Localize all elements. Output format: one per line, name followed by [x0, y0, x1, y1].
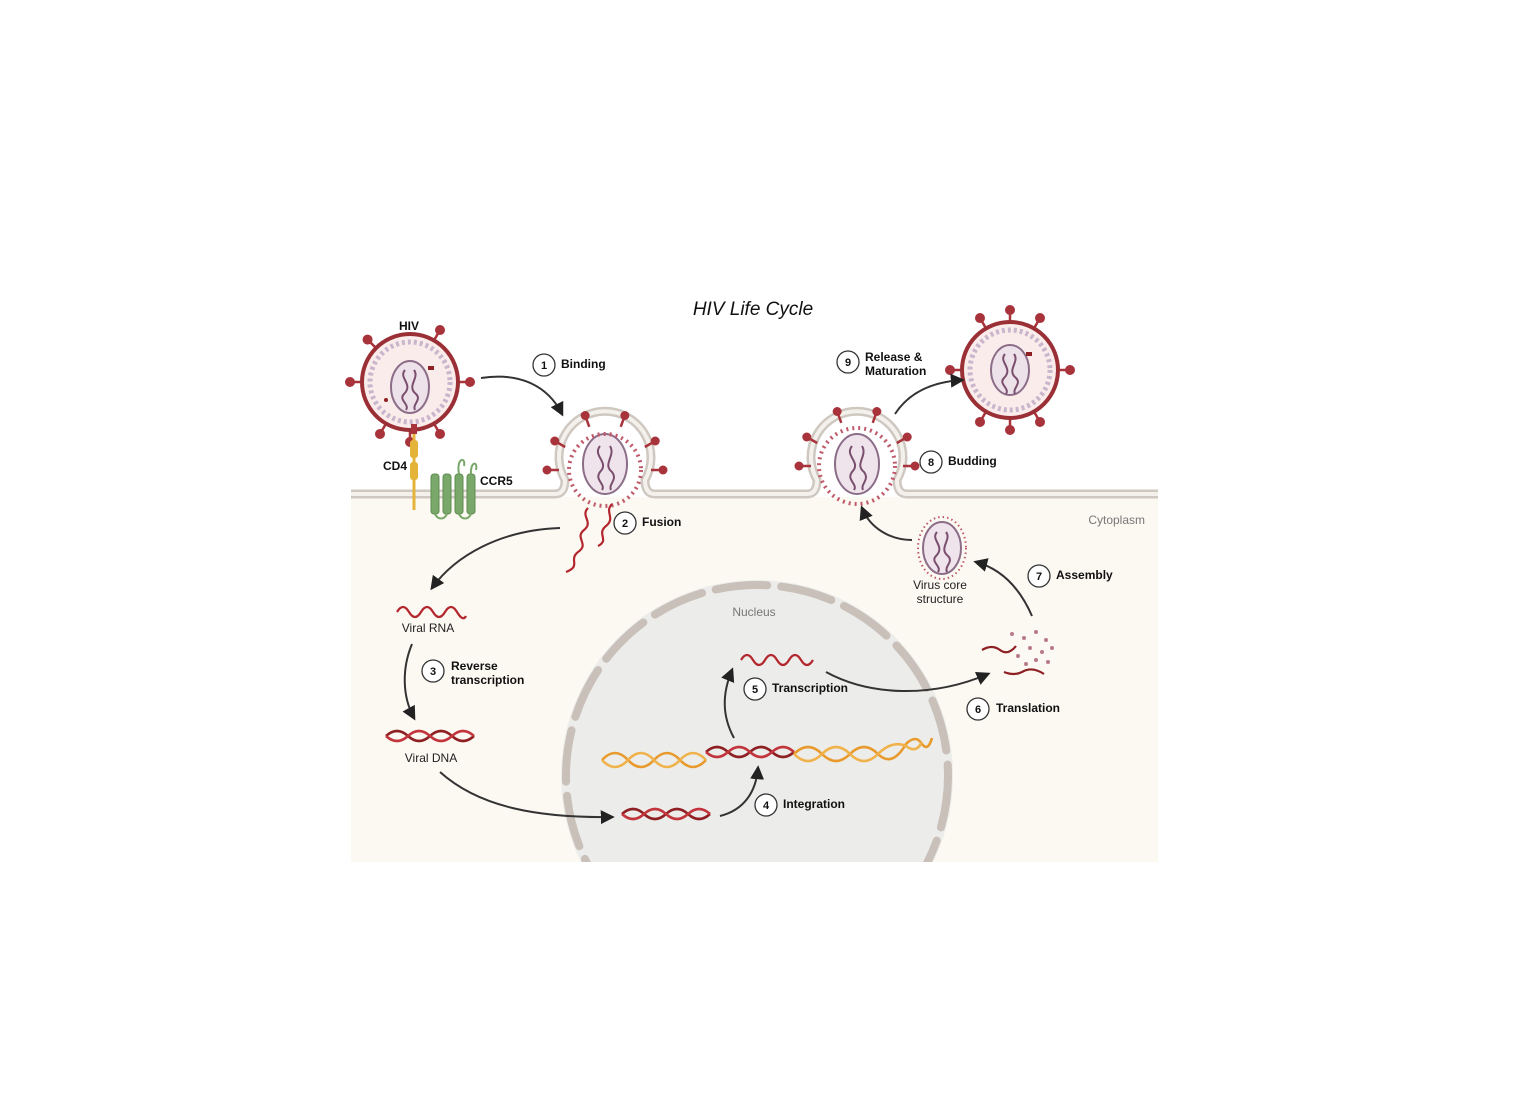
- released-rna: [565, 503, 613, 574]
- envelope-spike: [458, 377, 475, 387]
- envelope-spike: [432, 422, 445, 439]
- arrow-dna-to-nucleus: [439, 771, 615, 825]
- step-release-maturation: 9 Release & Maturation: [836, 350, 926, 378]
- svg-text:Translation: Translation: [996, 701, 1060, 715]
- svg-text:Release &: Release &: [865, 350, 923, 364]
- arrow-fusion-to-rna: [430, 527, 561, 591]
- viral-rna-label: Viral RNA: [402, 621, 454, 635]
- arrow-binding: [480, 375, 564, 417]
- envelope-spike: [794, 461, 811, 471]
- svg-text:1: 1: [541, 360, 547, 372]
- budding-bud: [817, 426, 897, 506]
- step-reverse-transcription: 3 Reverse transcription: [421, 659, 524, 687]
- svg-text:Binding: Binding: [561, 357, 606, 371]
- mature-virion: [945, 305, 1075, 435]
- hiv-label: HIV: [399, 319, 419, 333]
- envelope-spike: [945, 365, 962, 375]
- step-budding: 8 Budding: [919, 450, 997, 474]
- svg-text:Reverse: Reverse: [451, 659, 498, 673]
- host-dna-with-provirus: [601, 737, 934, 769]
- ccr5-label: CCR5: [480, 474, 513, 488]
- svg-text:9: 9: [845, 357, 851, 369]
- svg-text:6: 6: [975, 704, 981, 716]
- envelope-spike: [1058, 365, 1075, 375]
- envelope-spike: [1032, 410, 1045, 427]
- envelope-spike: [362, 334, 377, 349]
- ccr5-receptor: [430, 458, 478, 520]
- envelope-spike: [651, 465, 668, 475]
- svg-text:2: 2: [622, 518, 628, 530]
- arrow-translation: [825, 671, 991, 692]
- cytoplasm-label: Cytoplasm: [1088, 513, 1145, 527]
- envelope-spike: [896, 432, 912, 445]
- arrow-release: [894, 373, 965, 415]
- svg-text:Budding: Budding: [948, 454, 997, 468]
- viral-dna-label: Viral DNA: [405, 751, 457, 765]
- svg-text:Assembly: Assembly: [1056, 568, 1113, 582]
- svg-text:Integration: Integration: [783, 797, 845, 811]
- envelope-spike: [1005, 418, 1015, 435]
- step-fusion: 2 Fusion: [613, 511, 681, 535]
- envelope-spike: [550, 436, 566, 449]
- arrow-core-to-membrane: [859, 505, 913, 541]
- fusion-bud: [567, 432, 643, 508]
- flow-arrows: [402, 373, 1033, 825]
- step-assembly: 7 Assembly: [1027, 564, 1113, 588]
- cd4-receptor: [410, 424, 418, 510]
- envelope-spike: [580, 410, 591, 428]
- envelope-spike: [832, 406, 843, 424]
- svg-text:Fusion: Fusion: [642, 515, 681, 529]
- arrow-reverse-transcription: [402, 643, 416, 721]
- hiv-virion: [345, 325, 475, 447]
- envelope-spike: [802, 432, 818, 445]
- viral-dna-strand: [385, 729, 475, 743]
- envelope-spike: [542, 465, 559, 475]
- arrow-transcription: [721, 667, 735, 739]
- svg-text:8: 8: [928, 457, 934, 469]
- svg-text:Transcription: Transcription: [772, 681, 848, 695]
- envelope-spike: [345, 377, 362, 387]
- envelope-spike: [903, 461, 920, 471]
- envelope-spike: [432, 325, 445, 342]
- envelope-spike: [1032, 313, 1045, 330]
- envelope-spike: [975, 313, 988, 330]
- arrow-integration: [719, 765, 765, 817]
- svg-text:Maturation: Maturation: [865, 364, 926, 378]
- envelope-spike: [1005, 305, 1015, 322]
- svg-text:3: 3: [430, 666, 436, 678]
- virus-core-label-2: structure: [917, 592, 964, 606]
- step-translation: 6 Translation: [966, 697, 1060, 721]
- step-binding: 1 Binding: [532, 353, 606, 377]
- svg-text:4: 4: [763, 800, 770, 812]
- integration-dna: [621, 807, 711, 821]
- virus-core-label: Virus core: [913, 578, 967, 592]
- envelope-spike: [375, 422, 388, 439]
- nucleus: [561, 580, 953, 862]
- nucleus-label: Nucleus: [732, 605, 775, 619]
- envelope-spike: [619, 410, 630, 428]
- translation-products: [981, 630, 1054, 676]
- envelope-spike: [975, 410, 988, 427]
- step-transcription: 5 Transcription: [743, 677, 848, 701]
- mrna-strand: [740, 653, 814, 667]
- svg-text:5: 5: [752, 684, 758, 696]
- envelope-spike: [644, 436, 660, 449]
- step-integration: 4 Integration: [754, 793, 845, 817]
- arrow-assembly: [973, 558, 1033, 617]
- diagram-title: HIV Life Cycle: [693, 299, 813, 320]
- envelope-spike: [871, 406, 882, 424]
- cd4-label: CD4: [383, 459, 407, 473]
- svg-text:transcription: transcription: [451, 673, 524, 687]
- virus-core-structure: [917, 516, 967, 580]
- viral-rna-strand: [396, 605, 467, 620]
- svg-text:7: 7: [1036, 571, 1042, 583]
